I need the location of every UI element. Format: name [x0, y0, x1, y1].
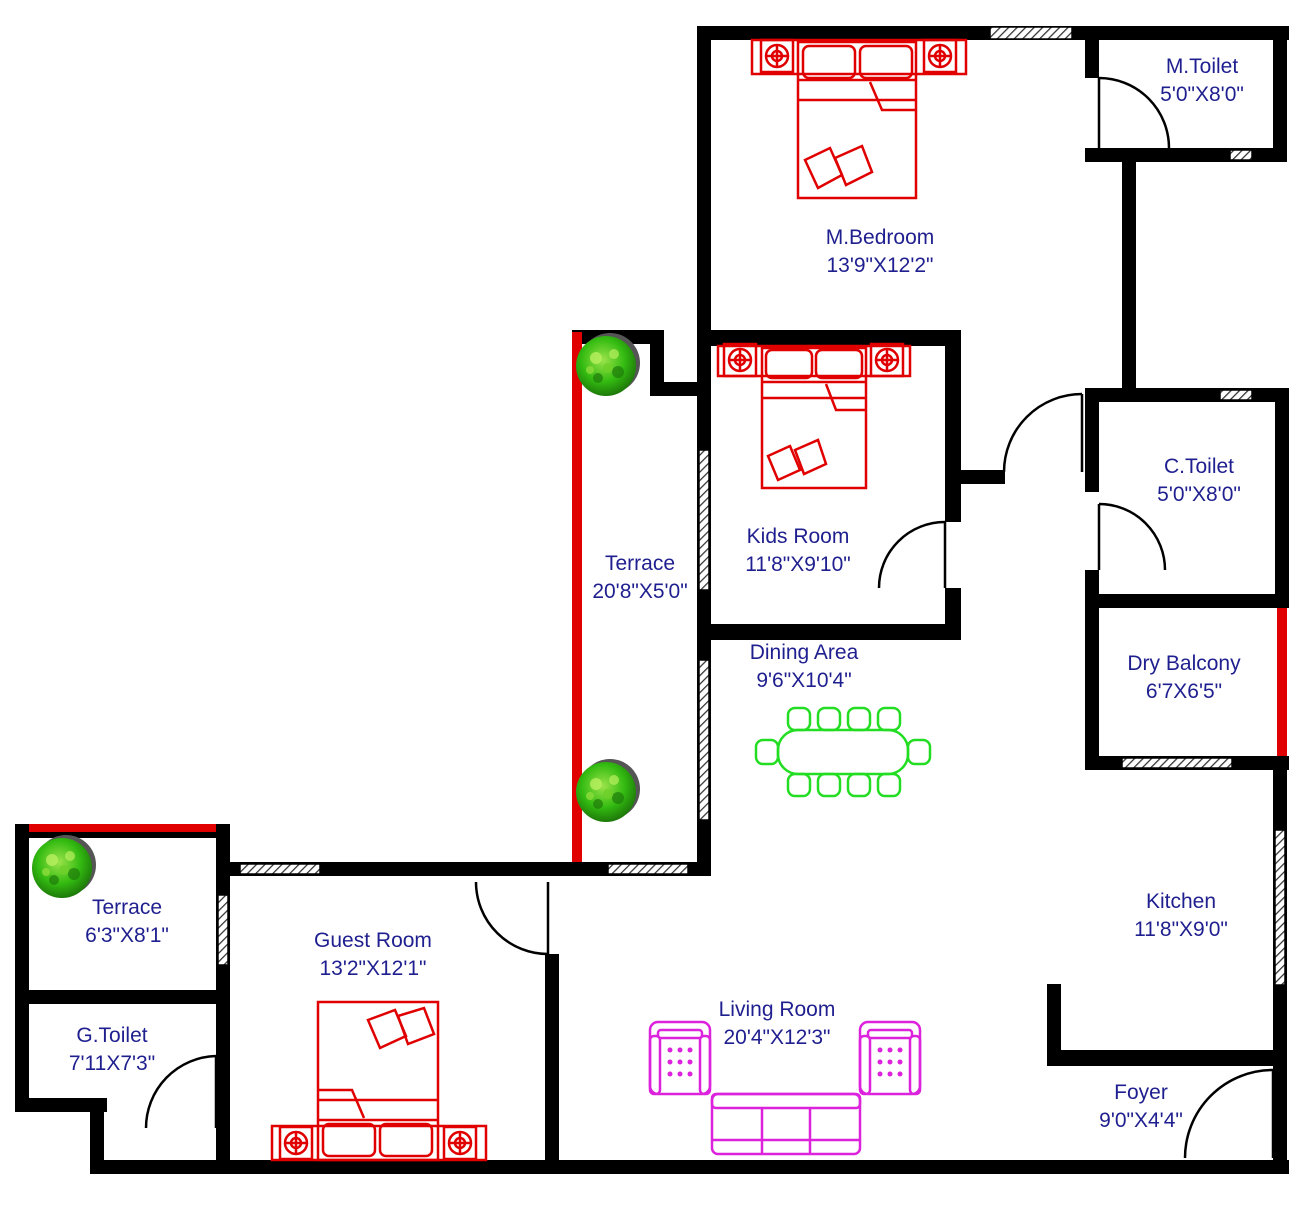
terrace-2-name: Terrace — [92, 896, 162, 919]
dining-area-name: Dining Area — [750, 641, 859, 664]
kids-room-name: Kids Room — [747, 525, 850, 548]
terrace-1-name: Terrace — [605, 552, 675, 575]
living-room-name: Living Room — [719, 998, 836, 1021]
kitchen-name: Kitchen — [1146, 890, 1216, 913]
windows — [217, 26, 1286, 986]
master-bed — [750, 38, 968, 200]
guest-room-name: Guest Room — [314, 929, 432, 952]
living-room-size: 20'4"X12'3" — [723, 1026, 830, 1049]
kids-room-size: 11'8"X9'10" — [745, 553, 850, 576]
kids-bed — [716, 342, 912, 490]
dry-balcony-size: 6'7X6'5" — [1146, 680, 1222, 703]
door-g-toilet — [144, 1054, 218, 1129]
door-kids-room — [877, 520, 947, 589]
c-toilet-name: C.Toilet — [1164, 455, 1234, 478]
m-bedroom-name: M.Bedroom — [826, 226, 935, 249]
door-m-toilet — [1097, 76, 1171, 149]
m-bedroom-size: 13'9"X12'2" — [826, 254, 933, 277]
m-toilet-size: 5'0"X8'0" — [1160, 83, 1244, 106]
plants — [32, 333, 640, 898]
guest-room-size: 13'2"X12'1" — [319, 957, 426, 980]
dining-area-size: 9'6"X10'4" — [756, 669, 851, 692]
guest-bed — [270, 1000, 488, 1162]
foyer-name: Foyer — [1114, 1081, 1168, 1104]
dry-balcony-name: Dry Balcony — [1127, 652, 1241, 675]
terrace-2-size: 6'3"X8'1" — [85, 924, 169, 947]
room-labels: M.Toilet 5'0"X8'0" M.Bedroom 13'9"X12'2"… — [69, 55, 1244, 1132]
c-toilet-size: 5'0"X8'0" — [1157, 483, 1241, 506]
kitchen-size: 11'8"X9'0" — [1134, 918, 1228, 941]
terrace-1-size: 20'8"X5'0" — [592, 580, 687, 603]
doors — [144, 76, 1275, 1159]
g-toilet-size: 7'11X7'3" — [69, 1052, 155, 1075]
g-toilet-name: G.Toilet — [76, 1024, 147, 1047]
door-guest-room — [474, 881, 550, 956]
terrace-railings — [29, 332, 1287, 862]
door-c-toilet — [1097, 502, 1167, 571]
door-foyer — [1183, 1068, 1275, 1159]
door-m-bedroom — [1002, 392, 1084, 473]
m-toilet-name: M.Toilet — [1166, 55, 1239, 78]
foyer-size: 9'0"X4'4" — [1099, 1109, 1183, 1132]
dining-table — [754, 706, 932, 798]
sofa-set — [648, 1020, 922, 1156]
